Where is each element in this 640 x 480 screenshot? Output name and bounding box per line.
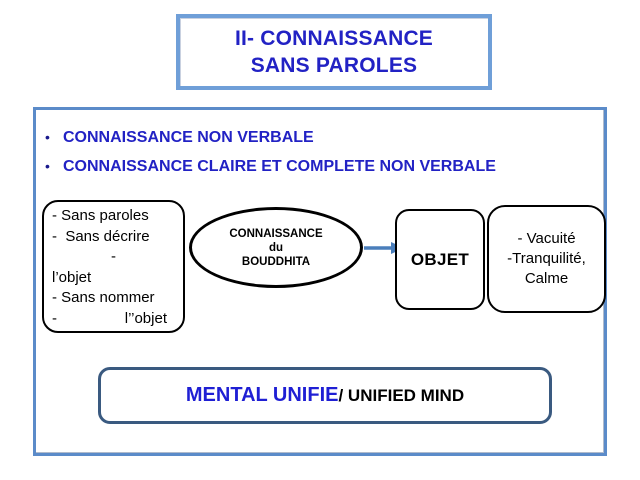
ellipse-line-2: du [268, 241, 284, 254]
bullet-item: • CONNAISSANCE NON VERBALE [45, 127, 585, 148]
result-line-2: -Tranquilité, [507, 250, 586, 267]
left-box-line: l’objet [52, 268, 92, 286]
left-box-line: - [111, 248, 116, 265]
connaissance-ellipse: CONNAISSANCE du BOUDDHITA [189, 207, 363, 288]
slide-title-line-1: II- CONNAISSANCE [234, 27, 434, 50]
sans-paroles-box: - Sans paroles - Sans décrire - l’objet … [42, 200, 185, 333]
result-line-3: Calme [524, 270, 569, 287]
bullet-list: • CONNAISSANCE NON VERBALE • CONNAISSANC… [45, 127, 585, 185]
title-box: II- CONNAISSANCE SANS PAROLES [176, 14, 492, 90]
left-box-dash: - [52, 309, 57, 327]
left-box-line: - Sans nommer [52, 289, 155, 306]
mental-unifie-box: MENTAL UNIFIE / UNIFIED MIND [98, 367, 552, 424]
unified-mind-label: / UNIFIED MIND [338, 385, 465, 405]
objet-box: OBJET [395, 209, 485, 310]
bullet-dot-icon: • [45, 129, 50, 145]
vacuite-box: - Vacuité -Tranquilité, Calme [487, 205, 606, 313]
ellipse-line-3: BOUDDHITA [241, 255, 311, 268]
objet-label: OBJET [410, 249, 470, 269]
bullet-dot-icon: • [45, 158, 50, 174]
slide-title-line-2: SANS PAROLES [250, 54, 418, 77]
bullet-text: CONNAISSANCE NON VERBALE [63, 129, 314, 146]
result-line-1: - Vacuité [517, 230, 576, 247]
bullet-item: • CONNAISSANCE CLAIRE ET COMPLETE NON VE… [45, 156, 585, 177]
bullet-text: CONNAISSANCE CLAIRE ET COMPLETE NON VERB… [63, 158, 496, 175]
ellipse-line-1: CONNAISSANCE [229, 227, 323, 240]
left-box-line: - Sans paroles [52, 207, 149, 224]
mental-unifie-label: MENTAL UNIFIE [185, 384, 339, 406]
left-box-line: - Sans décrire [52, 227, 150, 245]
left-box-line: - l’’objet [52, 309, 175, 330]
left-box-word: l’’objet [124, 309, 167, 327]
